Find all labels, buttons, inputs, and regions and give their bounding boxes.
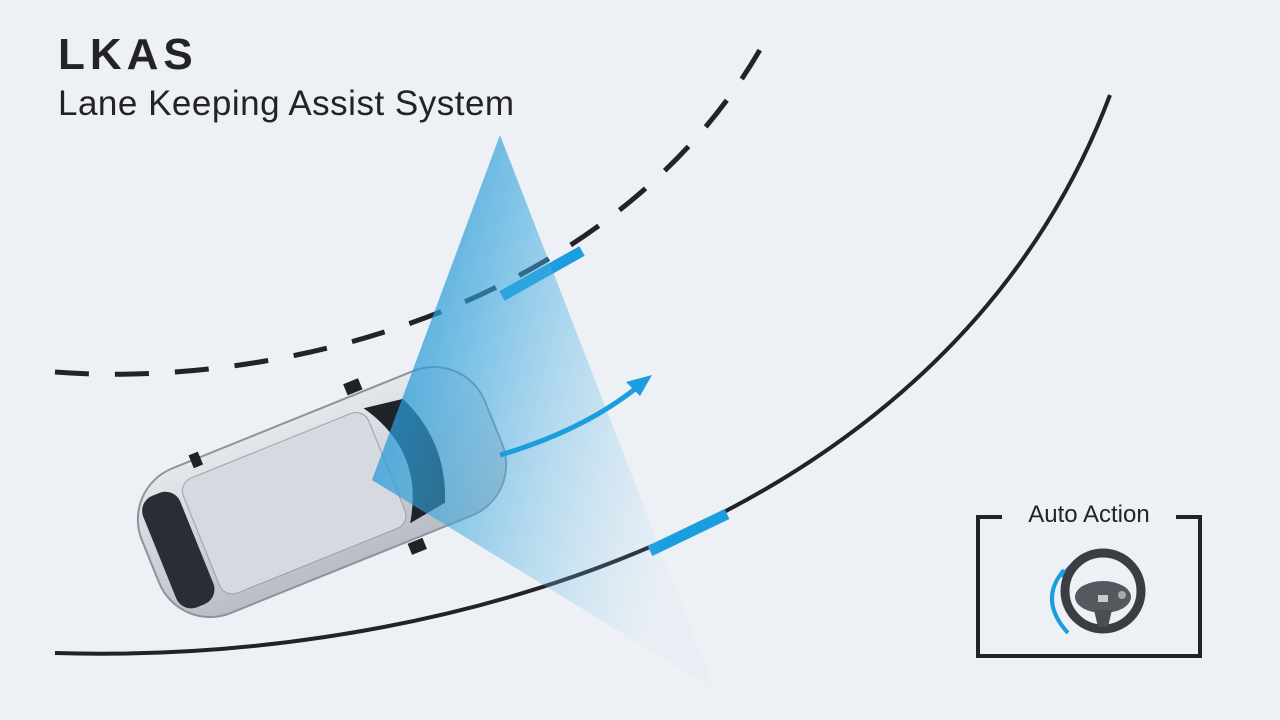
auto-action-label: Auto Action	[1028, 501, 1150, 528]
page-title: LKAS	[58, 30, 198, 79]
page-subtitle: Lane Keeping Assist System	[58, 84, 515, 123]
arrow-head-icon	[626, 375, 652, 396]
dashed-lane-line	[54, 26, 775, 377]
lane-detection-marker-right	[647, 509, 730, 556]
steering-direction-arrow	[499, 383, 642, 458]
steering-wheel-icon	[1049, 548, 1146, 635]
camera-detection-beam	[372, 135, 715, 690]
auto-action-panel: Auto Action	[976, 501, 1202, 658]
